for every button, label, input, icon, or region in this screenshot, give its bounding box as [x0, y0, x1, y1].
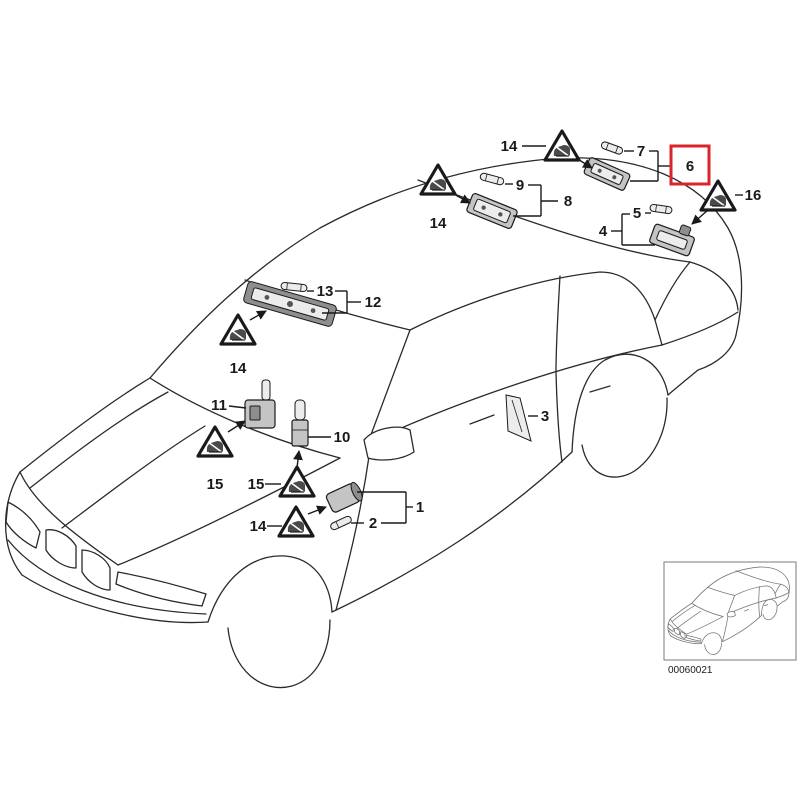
callout-1: 1 — [416, 499, 424, 516]
callout-15-right: 15 — [248, 476, 265, 493]
part-12-interior-light — [243, 281, 337, 327]
callout-3: 3 — [541, 408, 549, 425]
callout-14-roof: 14 — [430, 215, 447, 232]
part-13-bulb — [280, 282, 308, 292]
callout-16: 16 — [745, 187, 762, 204]
callout-14-bottom: 14 — [250, 518, 267, 535]
callout-14-top: 14 — [501, 138, 518, 155]
callout-2: 2 — [369, 515, 377, 532]
arrow-to-part-6 — [575, 157, 593, 169]
part-7-bulb — [600, 141, 624, 155]
callout-labels: 14 7 6 9 8 16 5 4 14 13 12 14 11 10 3 15… — [207, 138, 762, 535]
part-10-bulb-socket — [291, 399, 309, 447]
part-1-socket — [325, 481, 363, 513]
esd-warning-triangle-icon — [278, 465, 316, 498]
callout-10: 10 — [334, 429, 351, 446]
callout-12: 12 — [365, 294, 382, 311]
callout-14-windshield: 14 — [230, 360, 247, 377]
part-8-light-housing — [466, 193, 518, 229]
part-3-pad — [505, 394, 532, 442]
callout-13: 13 — [317, 283, 334, 300]
part-3-pad-edge — [511, 399, 523, 433]
inset-thumbnail: 00060021 — [663, 561, 797, 676]
callout-8: 8 — [564, 193, 572, 210]
callout-5: 5 — [633, 205, 641, 222]
car-outline — [4, 157, 743, 689]
part-4-light-housing — [649, 223, 695, 257]
callout-7: 7 — [637, 143, 645, 160]
arrow-to-part-10 — [293, 450, 303, 469]
callout-15-left: 15 — [207, 476, 224, 493]
arrow-to-part-1 — [307, 505, 327, 515]
highlight-box — [669, 144, 711, 186]
esd-warning-triangle-icon — [277, 505, 315, 538]
esd-warning-triangle-icon — [543, 129, 581, 162]
callout-9: 9 — [516, 177, 524, 194]
callout-11: 11 — [211, 397, 227, 414]
part-11-switch — [244, 379, 276, 429]
callout-4: 4 — [599, 223, 608, 240]
part-2-bulb — [330, 515, 352, 531]
esd-warning-triangle-icon — [196, 425, 234, 458]
arrow-to-part-11 — [227, 420, 246, 433]
part-9-bulb — [479, 172, 505, 186]
diagram-reference-code: 00060021 — [668, 665, 713, 676]
arrow-to-part-4 — [691, 209, 709, 225]
warning-arrows — [227, 157, 709, 515]
arrow-to-part-8 — [451, 192, 471, 204]
leader-lines — [228, 145, 743, 527]
part-5-bulb — [649, 203, 673, 215]
callout-6-highlighted: 6 — [686, 158, 694, 175]
arrow-to-part-12 — [249, 310, 267, 321]
esd-warning-triangle-icon — [419, 163, 457, 196]
